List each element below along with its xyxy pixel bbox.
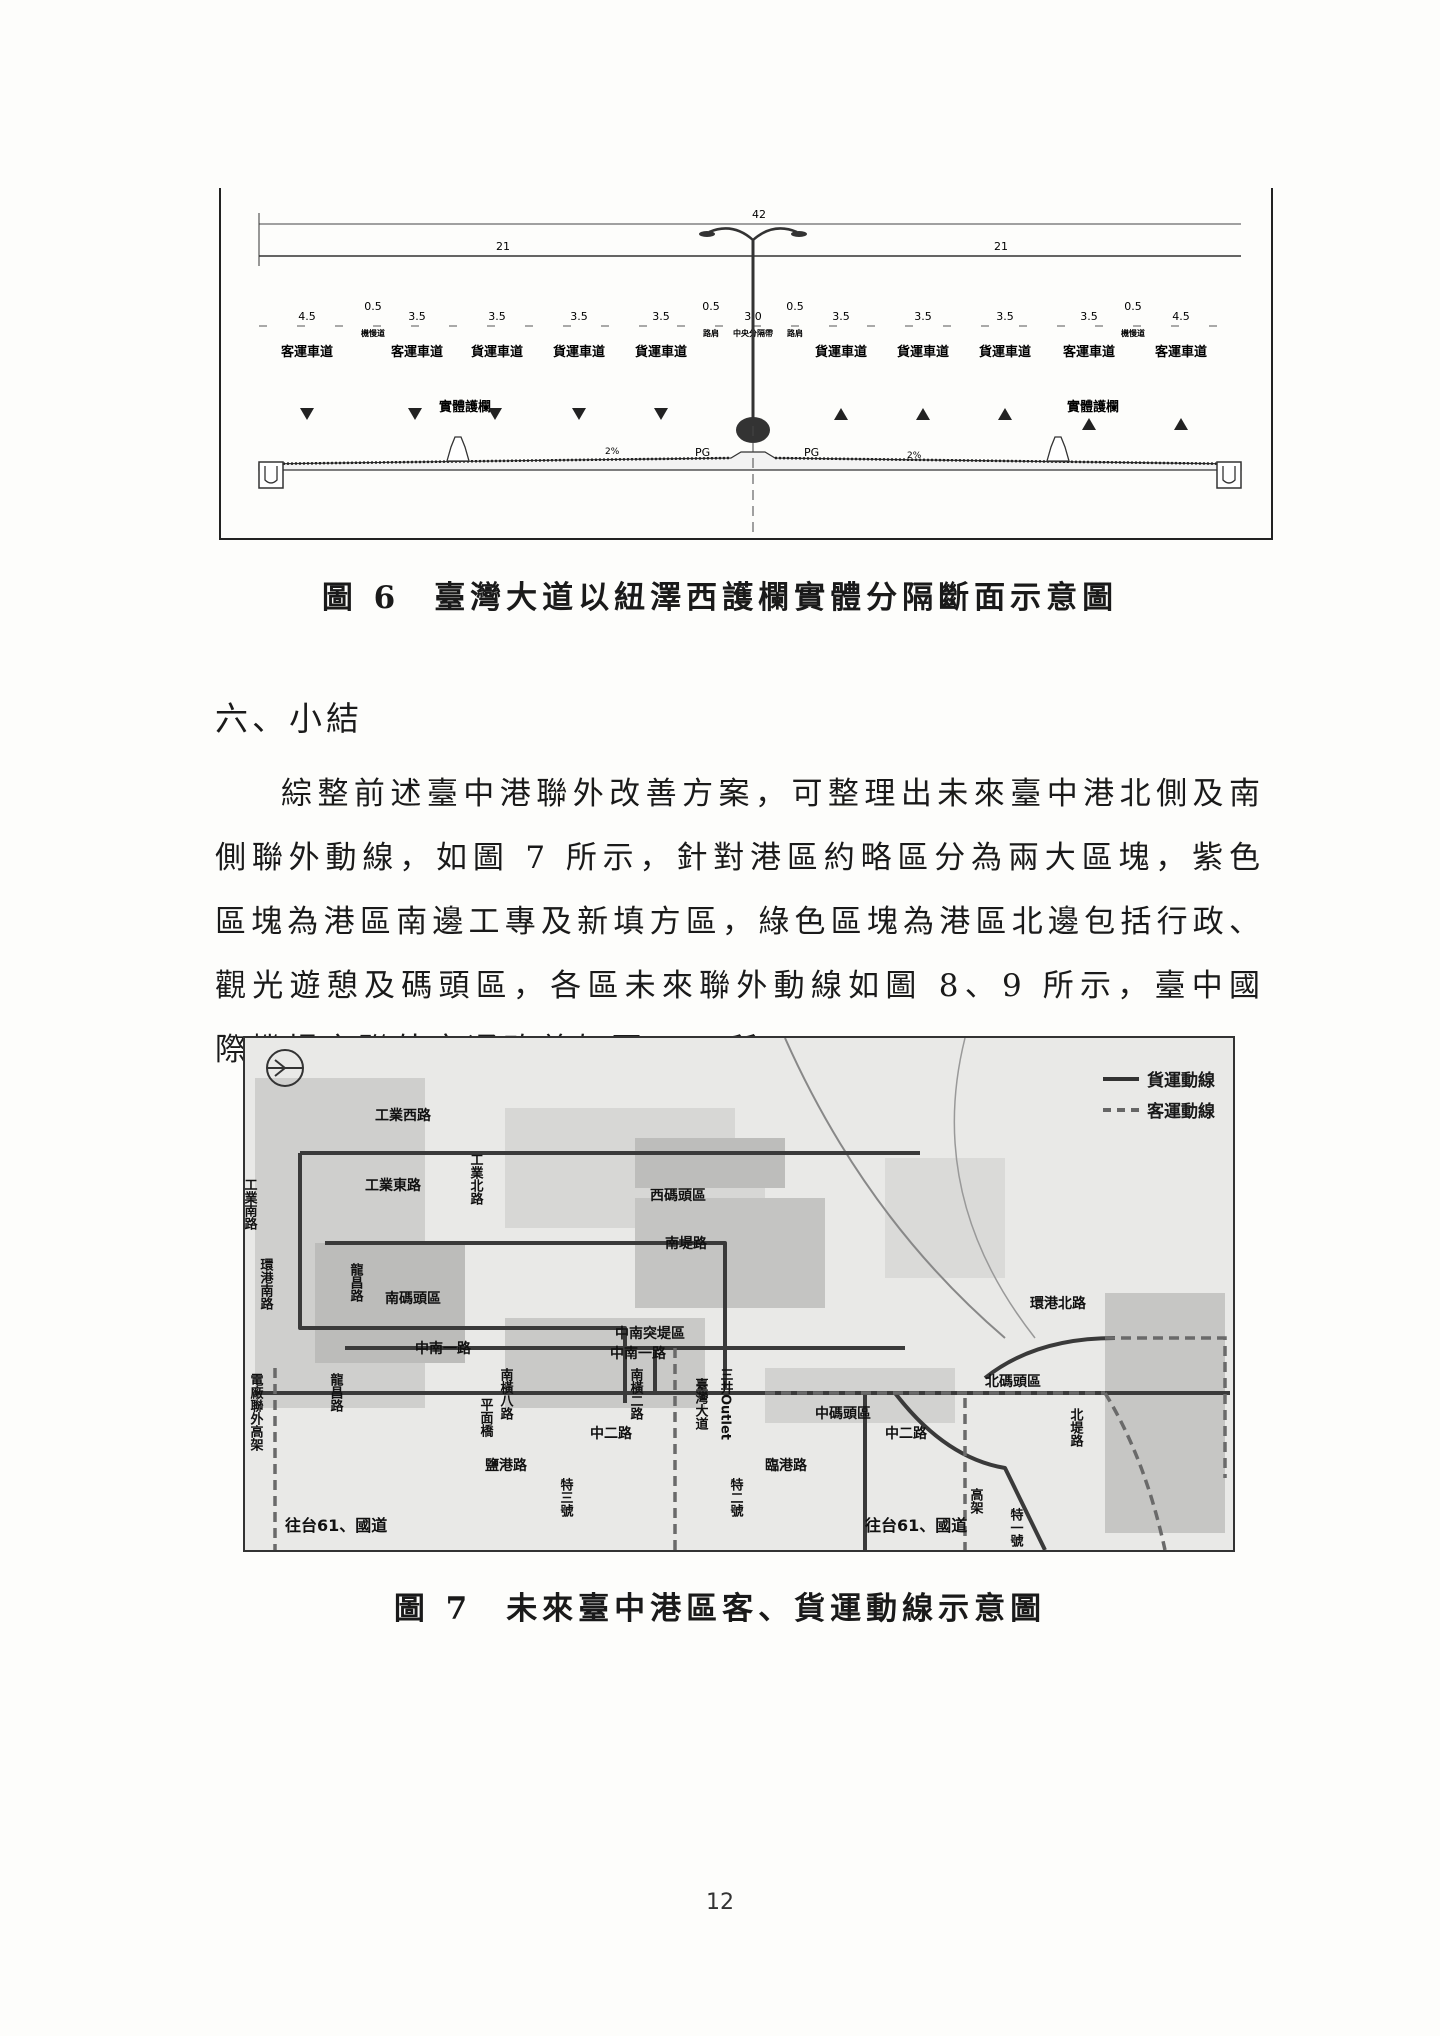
legend-freight-label: 貨運動線 <box>1147 1071 1215 1091</box>
label-long-chang-b: 龍昌路 <box>328 1372 344 1412</box>
label-te-san: 特三號 <box>558 1477 574 1518</box>
dim-left: 21 <box>496 240 510 253</box>
lane-widths: 4.50.53.53.53.53.50.53.00.53.53.53.53.50… <box>298 300 1190 323</box>
section-heading: 六、小結 <box>215 699 363 738</box>
pg-left: PG <box>695 446 710 459</box>
label-zhong-er-b: 中二路 <box>885 1425 928 1442</box>
label-nan-heng-er: 南橫二路 <box>628 1367 644 1420</box>
label-yan-gang: 鹽港路 <box>485 1457 528 1474</box>
lane-width-13: 0.5 <box>1124 300 1142 313</box>
page-number: 12 <box>706 1890 734 1915</box>
label-dian-chang: 電廠聯外高架 <box>248 1373 265 1452</box>
paragraph-text: 綜整前述臺中港聯外改善方案，可整理出未來臺中港北側及南側聯外動線，如圖 7 所示… <box>215 776 1265 1068</box>
cross-section-drawing: 42 21 21 4.50.53.53.53.53.50.53.00.53.53… <box>258 208 1242 538</box>
label-huan-gang-nan: 環港南路 <box>258 1258 274 1310</box>
lane-width-14: 4.5 <box>1172 310 1190 323</box>
barrier-right-label: 實體護欄 <box>1067 399 1119 415</box>
lane-label-10: 貨運車道 <box>897 344 949 360</box>
label-huan-gang-bei: 環港北路 <box>1030 1295 1087 1312</box>
lane-label-0: 客運車道 <box>281 344 333 360</box>
legend-passenger: 客運動線 <box>1103 1097 1215 1122</box>
lane-label-14: 客運車道 <box>1155 344 1207 360</box>
label-nan-heng-ba: 南橫八路 <box>498 1367 515 1420</box>
label-gao-jia: 高架 <box>968 1487 985 1515</box>
label-bei-matou: 北碼頭區 <box>985 1374 1041 1390</box>
lane-label-8: 路肩 <box>787 328 803 338</box>
lane-label-6: 路肩 <box>703 328 719 338</box>
lane-label-13: 機慢道 <box>1121 328 1145 338</box>
lane-width-11: 3.5 <box>996 310 1014 323</box>
lane-label-12: 客運車道 <box>1063 344 1115 360</box>
label-gongye-xi: 工業西路 <box>375 1107 432 1124</box>
figure-7-number: 圖 7 <box>393 1591 473 1627</box>
lane-label-1: 機慢道 <box>361 328 385 338</box>
label-to-61-left: 往台61、國道 <box>285 1516 387 1535</box>
section-paragraph: 綜整前述臺中港聯外改善方案，可整理出未來臺中港北側及南側聯外動線，如圖 7 所示… <box>215 762 1265 1082</box>
passenger-swatch <box>1103 1107 1139 1112</box>
label-long-chang: 龍昌路 <box>348 1262 364 1302</box>
slope-right: 2% <box>907 451 922 461</box>
label-nan-matou: 南碼頭區 <box>385 1290 441 1307</box>
lane-label-4: 貨運車道 <box>553 344 605 360</box>
label-lin-gang: 臨港路 <box>765 1457 808 1474</box>
label-zhong-er-a: 中二路 <box>590 1425 633 1442</box>
figure-7-title: 未來臺中港區客、貨運動線示意圖 <box>506 1591 1047 1627</box>
figure-6-caption: 圖 6 臺灣大道以紐澤西護欄實體分隔斷面示意圖 <box>0 572 1440 617</box>
label-taiwan-dadao: 臺灣大道 <box>693 1377 709 1431</box>
lane-width-4: 3.5 <box>570 310 588 323</box>
legend-freight: 貨運動線 <box>1103 1066 1215 1091</box>
label-xi-matou: 西碼頭區 <box>650 1188 706 1204</box>
label-ping-mian: 平面橋 <box>478 1398 494 1438</box>
port-map-drawing: 工業西路 工業東路 西碼頭區 南堤路 南碼頭區 中南一路 中南突堤區 中南一路 … <box>245 1038 1230 1550</box>
figure-6-number: 圖 6 <box>321 580 401 616</box>
barrier-left-label: 實體護欄 <box>439 399 491 415</box>
label-to-61-right: 往台61、國道 <box>865 1516 967 1535</box>
figure-6-cross-section: 42 21 21 4.50.53.53.53.53.50.53.00.53.53… <box>219 188 1273 540</box>
lane-width-6: 0.5 <box>702 300 720 313</box>
label-outlet: 三井Outlet <box>718 1368 734 1440</box>
lane-width-1: 0.5 <box>364 300 382 313</box>
lane-width-12: 3.5 <box>1080 310 1098 323</box>
dim-right: 21 <box>994 240 1008 253</box>
lane-width-10: 3.5 <box>914 310 932 323</box>
label-gongye-bei: 工業北路 <box>468 1153 485 1205</box>
figure-6-title: 臺灣大道以紐澤西護欄實體分隔斷面示意圖 <box>434 580 1119 616</box>
lane-width-5: 3.5 <box>652 310 670 323</box>
lane-labels: 客運車道機慢道客運車道貨運車道貨運車道貨運車道路肩中央分隔帶路肩貨運車道貨運車道… <box>281 328 1207 360</box>
lane-width-2: 3.5 <box>408 310 426 323</box>
label-zhong-matou: 中碼頭區 <box>815 1405 871 1422</box>
figure-7-port-map: 工業西路 工業東路 西碼頭區 南堤路 南碼頭區 中南一路 中南突堤區 中南一路 … <box>243 1036 1235 1552</box>
map-legend: 貨運動線 客運動線 <box>1103 1066 1215 1128</box>
legend-passenger-label: 客運動線 <box>1147 1102 1215 1122</box>
lane-label-2: 客運車道 <box>391 344 443 360</box>
lane-width-8: 0.5 <box>786 300 804 313</box>
lane-width-0: 4.5 <box>298 310 316 323</box>
slope-left: 2% <box>605 447 620 457</box>
label-zhong-nan-yi: 中南一路 <box>415 1340 472 1357</box>
label-zhong-nan-yi-b: 中南一路 <box>610 1345 667 1362</box>
label-gongye-dong: 工業東路 <box>365 1177 422 1194</box>
lane-label-3: 貨運車道 <box>471 344 523 360</box>
pg-right: PG <box>804 446 819 459</box>
label-bei-di: 北堤路 <box>1068 1408 1084 1447</box>
label-te-yi: 特一號 <box>1008 1507 1024 1548</box>
lane-label-5: 貨運車道 <box>635 344 687 360</box>
lane-width-3: 3.5 <box>488 310 506 323</box>
lane-label-11: 貨運車道 <box>979 344 1031 360</box>
label-nan-di: 南堤路 <box>665 1235 708 1252</box>
dim-total: 42 <box>752 208 766 221</box>
direction-arrows <box>300 408 1188 430</box>
label-zhong-nan-tudi: 中南突堤區 <box>615 1325 685 1342</box>
freight-swatch <box>1103 1076 1139 1081</box>
label-gongye-nan: 工業南路 <box>245 1178 258 1230</box>
figure-7-caption: 圖 7 未來臺中港區客、貨運動線示意圖 <box>0 1583 1440 1628</box>
lane-width-9: 3.5 <box>832 310 850 323</box>
lane-label-9: 貨運車道 <box>815 344 867 360</box>
label-te-er: 特二號 <box>728 1477 744 1518</box>
